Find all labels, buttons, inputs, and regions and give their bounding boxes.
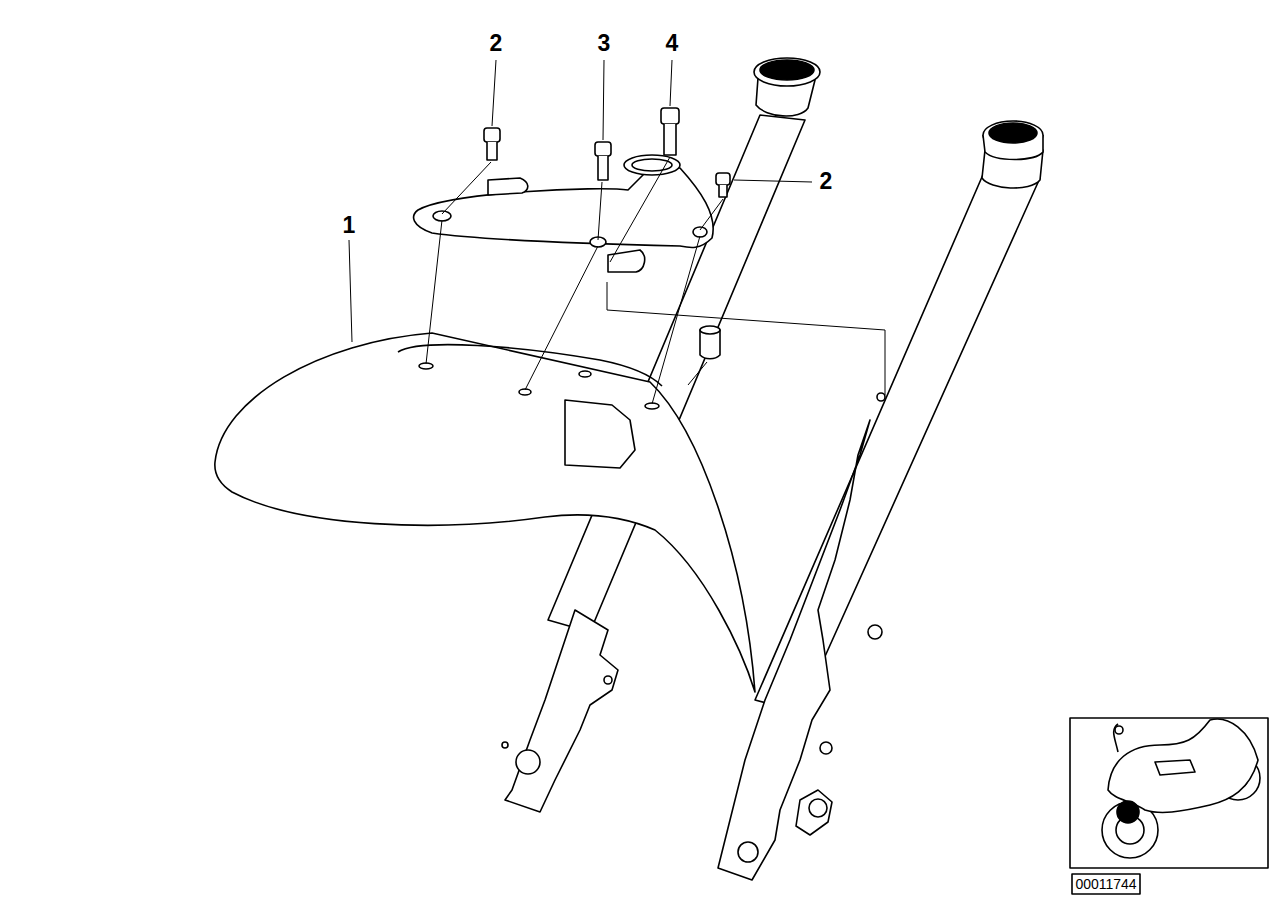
- callout-number: 3: [597, 32, 612, 55]
- fender-bracket: [414, 155, 714, 272]
- diagram-id: 00011744: [1072, 875, 1139, 893]
- callout-number: 4: [665, 32, 680, 55]
- location-inset: [1070, 718, 1268, 894]
- bolt: [484, 108, 730, 359]
- callout-number: 1: [342, 214, 357, 237]
- callout-number: 2: [819, 170, 834, 193]
- fork-leg: [718, 121, 1043, 880]
- front-fender: [215, 333, 755, 692]
- callout-number: 2: [489, 32, 504, 55]
- leader-lines: [349, 60, 885, 404]
